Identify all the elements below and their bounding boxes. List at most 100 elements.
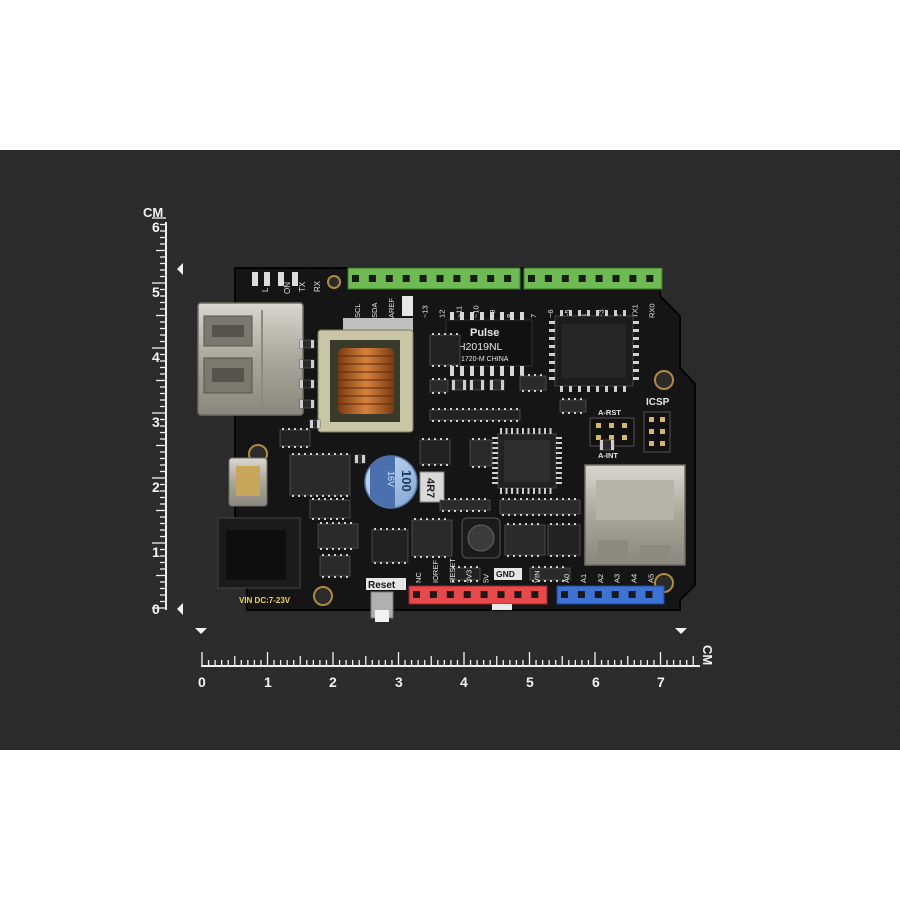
chip-pin (578, 310, 581, 316)
chip-pin (533, 428, 535, 434)
smd-part (419, 438, 451, 466)
chip-pin (549, 361, 555, 364)
chip-pin (633, 329, 639, 332)
bottom-pin-label: NC (414, 572, 423, 583)
header-pin (402, 275, 410, 282)
inductor-label: 4R7 (424, 478, 436, 498)
chip-pin (492, 447, 498, 449)
chip-pin (492, 477, 498, 479)
vertical-ruler-label-3: 3 (152, 414, 160, 430)
horizontal-ruler-label-2: 2 (329, 674, 337, 690)
top-pin-label: 12 (438, 310, 447, 318)
smd-part (529, 566, 571, 582)
top-pin-label: SCL (353, 303, 362, 318)
chip-pin (538, 488, 541, 494)
header-pin (629, 275, 637, 282)
icsp-pin (660, 417, 665, 422)
header-pin (429, 591, 437, 598)
icsp-label: ICSP (646, 397, 670, 408)
smd-part (371, 528, 409, 564)
ruler-marker-left (195, 628, 207, 634)
chip-pin (596, 310, 599, 316)
horizontal-ruler: 0 1 2 3 4 5 6 7 CM (195, 628, 715, 690)
chip-pin (556, 457, 562, 459)
rj45-jack (197, 302, 304, 416)
smd-part (429, 333, 461, 367)
vertical-ruler: CM 6 5 4 3 2 1 0 (143, 205, 183, 617)
header-pin (577, 591, 585, 598)
chip-pin (633, 337, 639, 340)
power-gnd-highlight: GND (496, 569, 515, 579)
top-pin-label: RX0 (647, 303, 656, 318)
header-pin (446, 591, 454, 598)
icsp-pin (649, 441, 654, 446)
top-pin-label: ~5 (563, 309, 572, 318)
smd-part (439, 498, 491, 512)
header-pin (470, 275, 478, 282)
bottom-pin-label: A5 (647, 574, 656, 583)
bottom-pin-label: IOREF (431, 560, 440, 583)
header-pin (352, 275, 359, 282)
vertical-ruler-label-2: 2 (152, 479, 160, 495)
chip-pin (522, 488, 524, 494)
chip-pin (527, 428, 530, 434)
chip-pin (556, 452, 562, 454)
aint-label: A-INT (598, 451, 618, 460)
chip-pin (549, 345, 555, 348)
smd-part (547, 523, 581, 557)
smd-part (279, 428, 311, 448)
bottom-pin-label: 5V (482, 574, 491, 583)
chip-pin (480, 312, 484, 320)
power-header (408, 585, 548, 610)
chip-pin (587, 386, 590, 392)
top-pin-label: ~11 (454, 306, 463, 318)
chip-pin (544, 488, 546, 494)
jumper-pin (609, 423, 614, 428)
smd-part (451, 379, 467, 391)
header-pin (497, 591, 505, 598)
top-pin-label: TX1 (630, 304, 639, 318)
ruler-marker-bottom (177, 603, 183, 615)
smd-part (299, 359, 315, 369)
icsp-pin (660, 441, 665, 446)
top-pin-label: AREF (387, 298, 396, 318)
header-pin (504, 275, 512, 282)
top-pin-label: ~13 (421, 305, 430, 318)
chip-pin (470, 366, 474, 376)
analog-header (556, 585, 665, 605)
chip-pin (560, 310, 563, 316)
chip-pin (556, 482, 562, 484)
chip-pin (505, 488, 508, 494)
header-pin (528, 275, 535, 282)
arst-label: A-RST (598, 408, 621, 417)
pcb-board: L ON TX RX SCLSDAAREFGND~1312~11~10~987~… (197, 267, 696, 622)
header-pin (480, 591, 488, 598)
header-pin (463, 591, 471, 598)
led-label-tx: TX (298, 281, 307, 292)
vertical-ruler-label-4: 4 (152, 349, 160, 365)
chip-pin (490, 366, 494, 376)
smd-part (354, 454, 366, 464)
jumper-pin (596, 435, 601, 440)
top-pin-label: ~10 (471, 305, 480, 318)
bottom-pin-label: A4 (630, 574, 639, 583)
chip-pin (549, 321, 555, 324)
bottom-pin-label: VIN (532, 570, 541, 583)
chip-pin (500, 366, 504, 376)
chip-pin (633, 345, 639, 348)
chip-pin (460, 366, 464, 376)
mounting-hole (327, 275, 341, 289)
header-pin (531, 591, 539, 598)
smd-components (279, 333, 615, 582)
bottom-pin-label: 3V3 (465, 570, 474, 583)
smd-part (309, 419, 321, 429)
power-inductor (461, 517, 501, 559)
smd-part (599, 439, 615, 451)
ruler-marker-right (675, 628, 687, 634)
horizontal-ruler-label-0: 0 (198, 674, 206, 690)
chip-pin (556, 472, 562, 474)
led-label-l: L (261, 287, 270, 292)
chip-pin (500, 428, 502, 434)
reset-button[interactable]: Reset (366, 578, 406, 622)
smd-part (449, 566, 481, 582)
